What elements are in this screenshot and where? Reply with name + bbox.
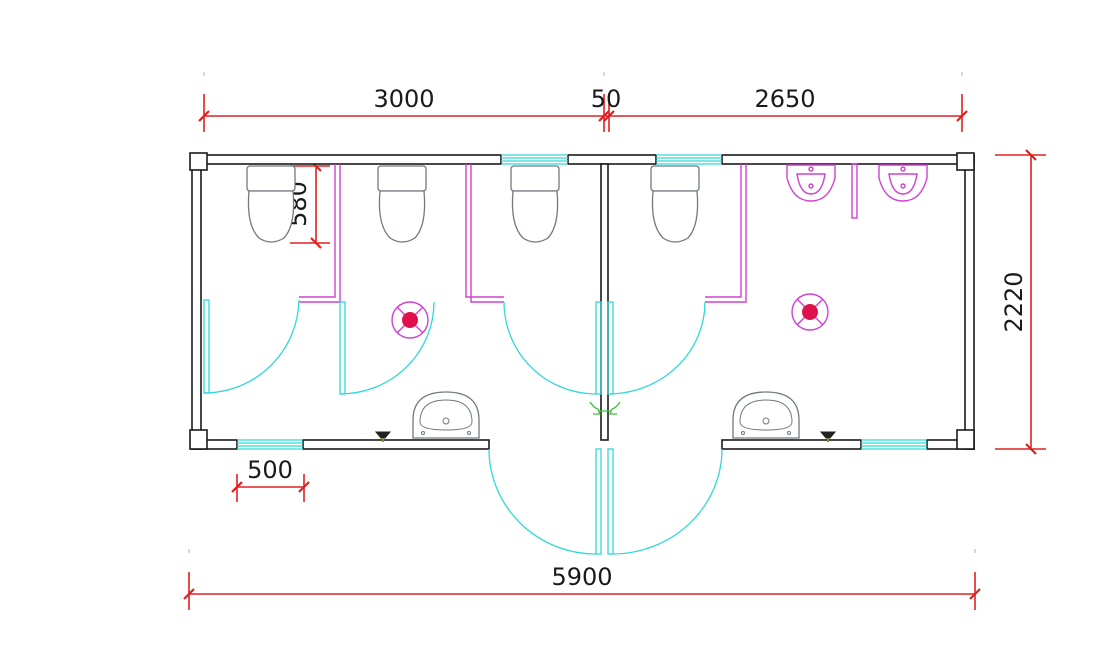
faucet-icon [589, 401, 621, 415]
top-dimension-line [198, 94, 968, 132]
window-bottom-right [861, 439, 927, 450]
window-top-left [501, 154, 568, 165]
dim-total-width: 5900 [551, 563, 612, 591]
bottom-dimension-line [183, 572, 981, 610]
stall-door-3 [503, 301, 602, 395]
stall-door-2 [339, 301, 435, 395]
toilet-icon [510, 165, 560, 243]
window-top-right [656, 154, 722, 165]
dim-top-gap: 50 [591, 85, 622, 113]
right-dimension-line [995, 149, 1046, 455]
window-dimension-line [231, 474, 310, 502]
entry-door-left [488, 448, 602, 555]
entry-door-right [607, 448, 723, 555]
toilet-icon [377, 165, 427, 243]
toilet-icon [246, 165, 296, 243]
extension-guides [188, 72, 976, 553]
dim-window-width: 500 [247, 456, 293, 484]
floor-drain-icon [791, 293, 829, 331]
urinal-icon [878, 164, 928, 202]
soap-holder-icon [819, 431, 837, 442]
walls [189, 152, 975, 450]
urinal-icon [786, 164, 836, 202]
soap-holder-icon [374, 431, 392, 442]
windows [237, 154, 927, 450]
stall-door-1 [203, 299, 300, 394]
dim-top-left: 3000 [373, 85, 434, 113]
floor-drain-icon [391, 301, 429, 339]
dim-top-right: 2650 [754, 85, 815, 113]
toilet-icon [650, 165, 700, 243]
dim-height: 2220 [1000, 271, 1028, 332]
stall-door-4 [607, 301, 706, 395]
washbasin-icon [732, 391, 800, 439]
washbasin-icon [412, 391, 480, 439]
window-bottom-left [237, 439, 303, 450]
doors [203, 299, 723, 555]
